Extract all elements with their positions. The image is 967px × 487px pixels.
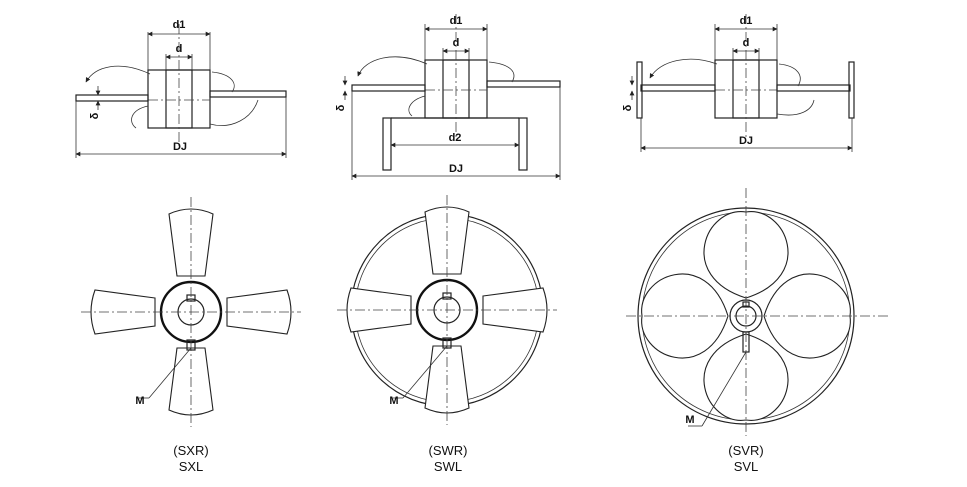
caption-2-top: (SWR) bbox=[429, 443, 468, 458]
dim-dj-label-3: DJ bbox=[739, 135, 753, 147]
caption-1-bottom: SXL bbox=[179, 459, 204, 474]
dim-delta-label-2: δ bbox=[335, 104, 347, 111]
caption-1-top: (SXR) bbox=[173, 443, 208, 458]
section-view-sx bbox=[75, 24, 287, 158]
callout-m-1: M bbox=[135, 395, 144, 407]
plan-view-sw bbox=[337, 195, 557, 425]
dim-d1-label-1: d1 bbox=[173, 19, 186, 31]
dim-d1-label-2: d1 bbox=[450, 15, 463, 27]
dim-delta-label-3: δ bbox=[622, 104, 634, 111]
dim-d1-label-3: d1 bbox=[740, 15, 753, 27]
caption-3-top: (SVR) bbox=[728, 443, 763, 458]
dim-dj-label-2: DJ bbox=[449, 163, 463, 175]
dim-delta-label-1: δ bbox=[89, 112, 101, 119]
plan-view-sv bbox=[626, 188, 888, 436]
caption-3-bottom: SVL bbox=[734, 459, 759, 474]
section-view-sw bbox=[342, 14, 561, 180]
callout-m-3: M bbox=[685, 414, 694, 426]
dim-d-label-2: d bbox=[453, 37, 460, 49]
section-view-sv bbox=[629, 14, 855, 152]
dim-d-label-1: d bbox=[176, 43, 183, 55]
dim-d-label-3: d bbox=[743, 37, 750, 49]
callout-m-2: M bbox=[389, 395, 398, 407]
dim-d2-label-2: d2 bbox=[449, 132, 462, 144]
caption-2-bottom: SWL bbox=[434, 459, 462, 474]
dim-dj-label-1: DJ bbox=[173, 141, 187, 153]
plan-view-sx bbox=[81, 197, 301, 427]
